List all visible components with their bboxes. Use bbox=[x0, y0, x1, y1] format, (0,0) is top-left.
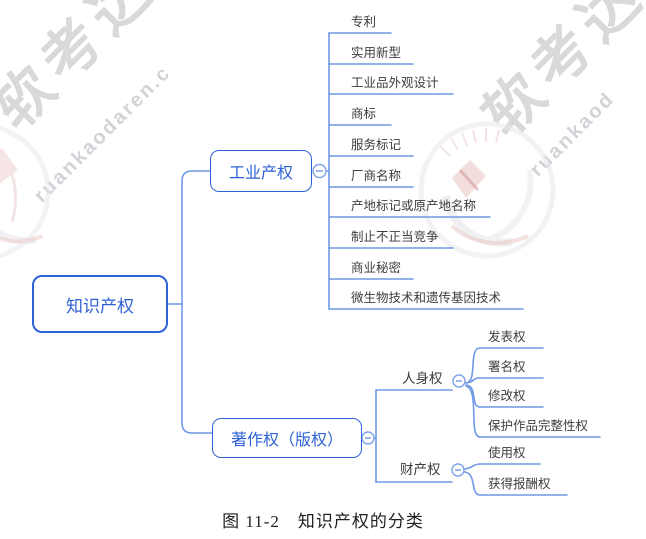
leaf-topic[interactable]: 专利 bbox=[351, 15, 377, 29]
leaf-topic[interactable]: 实用新型 bbox=[351, 46, 402, 60]
leaf-topic[interactable]: 产地标记或原产地名称 bbox=[351, 199, 477, 213]
collapse-icon[interactable] bbox=[312, 163, 327, 179]
collapse-icon[interactable] bbox=[361, 431, 375, 445]
edge-curve bbox=[465, 377, 481, 384]
leaf-topic[interactable]: 使用权 bbox=[488, 446, 526, 460]
watermark-badge-icon bbox=[0, 125, 51, 259]
edge-trunk bbox=[181, 170, 213, 434]
leaf-topic[interactable]: 修改权 bbox=[488, 389, 526, 403]
edge-curve bbox=[464, 463, 481, 470]
leaf-topic[interactable]: 获得报酬权 bbox=[488, 477, 551, 491]
topic-personal-rights[interactable]: 人身权 bbox=[402, 371, 443, 386]
leaf-topic[interactable]: 微生物技术和遗传基因技术 bbox=[351, 291, 502, 305]
leaf-topic[interactable]: 商业秘密 bbox=[351, 261, 402, 275]
leaf-topic[interactable]: 工业品外观设计 bbox=[351, 76, 439, 90]
edge-curve bbox=[465, 385, 481, 438]
topic-copyright[interactable]: 著作权（版权） bbox=[212, 418, 362, 458]
root-topic[interactable]: 知识产权 bbox=[32, 275, 168, 333]
leaf-topic[interactable]: 服务标记 bbox=[351, 138, 402, 152]
figure-caption: 图 11-2 知识产权的分类 bbox=[222, 512, 424, 531]
leaf-topic[interactable]: 署名权 bbox=[488, 360, 526, 374]
topic-industrial-property[interactable]: 工业产权 bbox=[210, 150, 312, 192]
leaf-topic[interactable]: 保护作品完整性权 bbox=[488, 419, 589, 433]
edge-curve bbox=[464, 471, 481, 496]
collapse-icon[interactable] bbox=[451, 463, 465, 477]
leaf-topic[interactable]: 商标 bbox=[351, 107, 377, 121]
leaf-topic[interactable]: 发表权 bbox=[488, 330, 526, 344]
leaf-topic[interactable]: 厂商名称 bbox=[351, 169, 402, 183]
collapse-icon[interactable] bbox=[452, 374, 466, 388]
watermark-badge-icon bbox=[418, 121, 556, 259]
edge-curve bbox=[465, 384, 481, 408]
leaf-topic[interactable]: 制止不正当竞争 bbox=[351, 230, 439, 244]
topic-property-rights[interactable]: 财产权 bbox=[400, 462, 441, 477]
